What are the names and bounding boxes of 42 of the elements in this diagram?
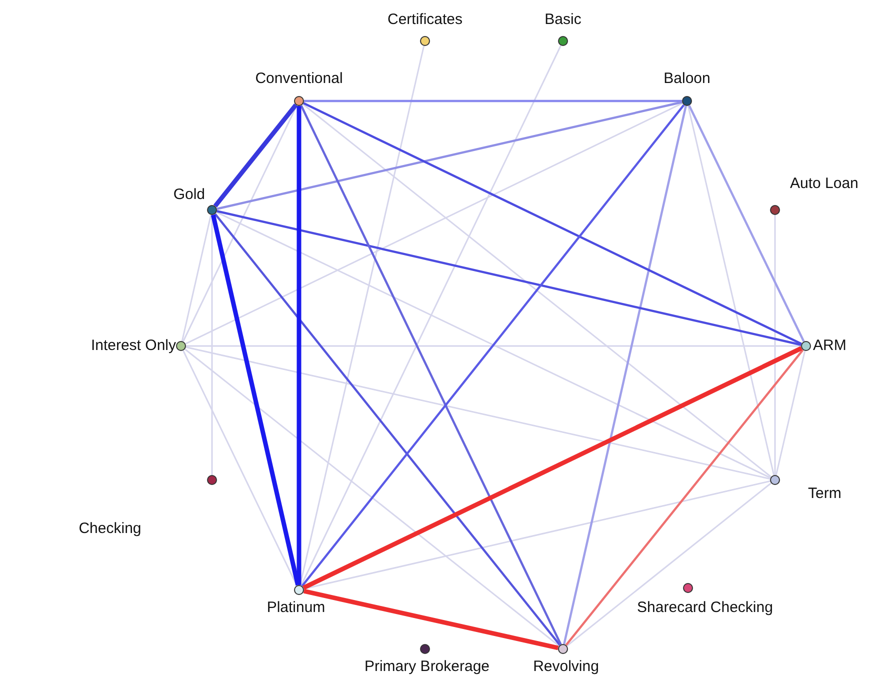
- node-label: Primary Brokerage: [364, 658, 490, 676]
- node-label: Sharecard Checking: [637, 599, 773, 617]
- connection-line: [303, 588, 559, 650]
- node-label: ARM: [813, 337, 846, 355]
- connection-line: [688, 105, 805, 342]
- connection-line: [302, 346, 802, 590]
- connection-line: [216, 101, 682, 210]
- node-label: Conventional: [255, 70, 343, 88]
- connection-line: [214, 213, 561, 646]
- connection-line: [185, 102, 683, 344]
- free-label: Checking: [78, 520, 142, 538]
- connection-line: [565, 349, 804, 646]
- connection-line: [302, 104, 772, 478]
- connection-line: [186, 345, 801, 347]
- node-label: Gold: [173, 186, 205, 204]
- connection-line: [300, 45, 562, 586]
- connection-line: [296, 106, 302, 585]
- node-label: Platinum: [266, 599, 326, 617]
- connection-line: [184, 348, 560, 646]
- connection-line: [566, 482, 772, 646]
- connection-line: [182, 105, 298, 342]
- node-label: Auto Loan: [790, 175, 858, 193]
- connection-line: [304, 100, 682, 102]
- connection-line: [774, 215, 776, 475]
- node-label: Revolving: [533, 658, 599, 676]
- connection-line: [303, 102, 802, 345]
- node-label: Interest Only: [90, 337, 176, 355]
- node-label: Certificates: [387, 11, 463, 29]
- node-label: Term: [808, 485, 842, 503]
- connection-line: [186, 346, 770, 480]
- connection-line: [216, 211, 771, 479]
- connection-line: [216, 210, 802, 346]
- connection-line: [181, 214, 212, 342]
- node-label: Baloon: [664, 70, 710, 88]
- connection-line: [213, 104, 298, 208]
- connection-line: [300, 105, 562, 645]
- connection-line: [301, 104, 685, 587]
- node-label: Basic: [544, 11, 582, 29]
- connection-line: [687, 106, 775, 476]
- connection-line: [563, 106, 687, 644]
- connection-line: [182, 350, 298, 586]
- connection-line: [775, 350, 806, 476]
